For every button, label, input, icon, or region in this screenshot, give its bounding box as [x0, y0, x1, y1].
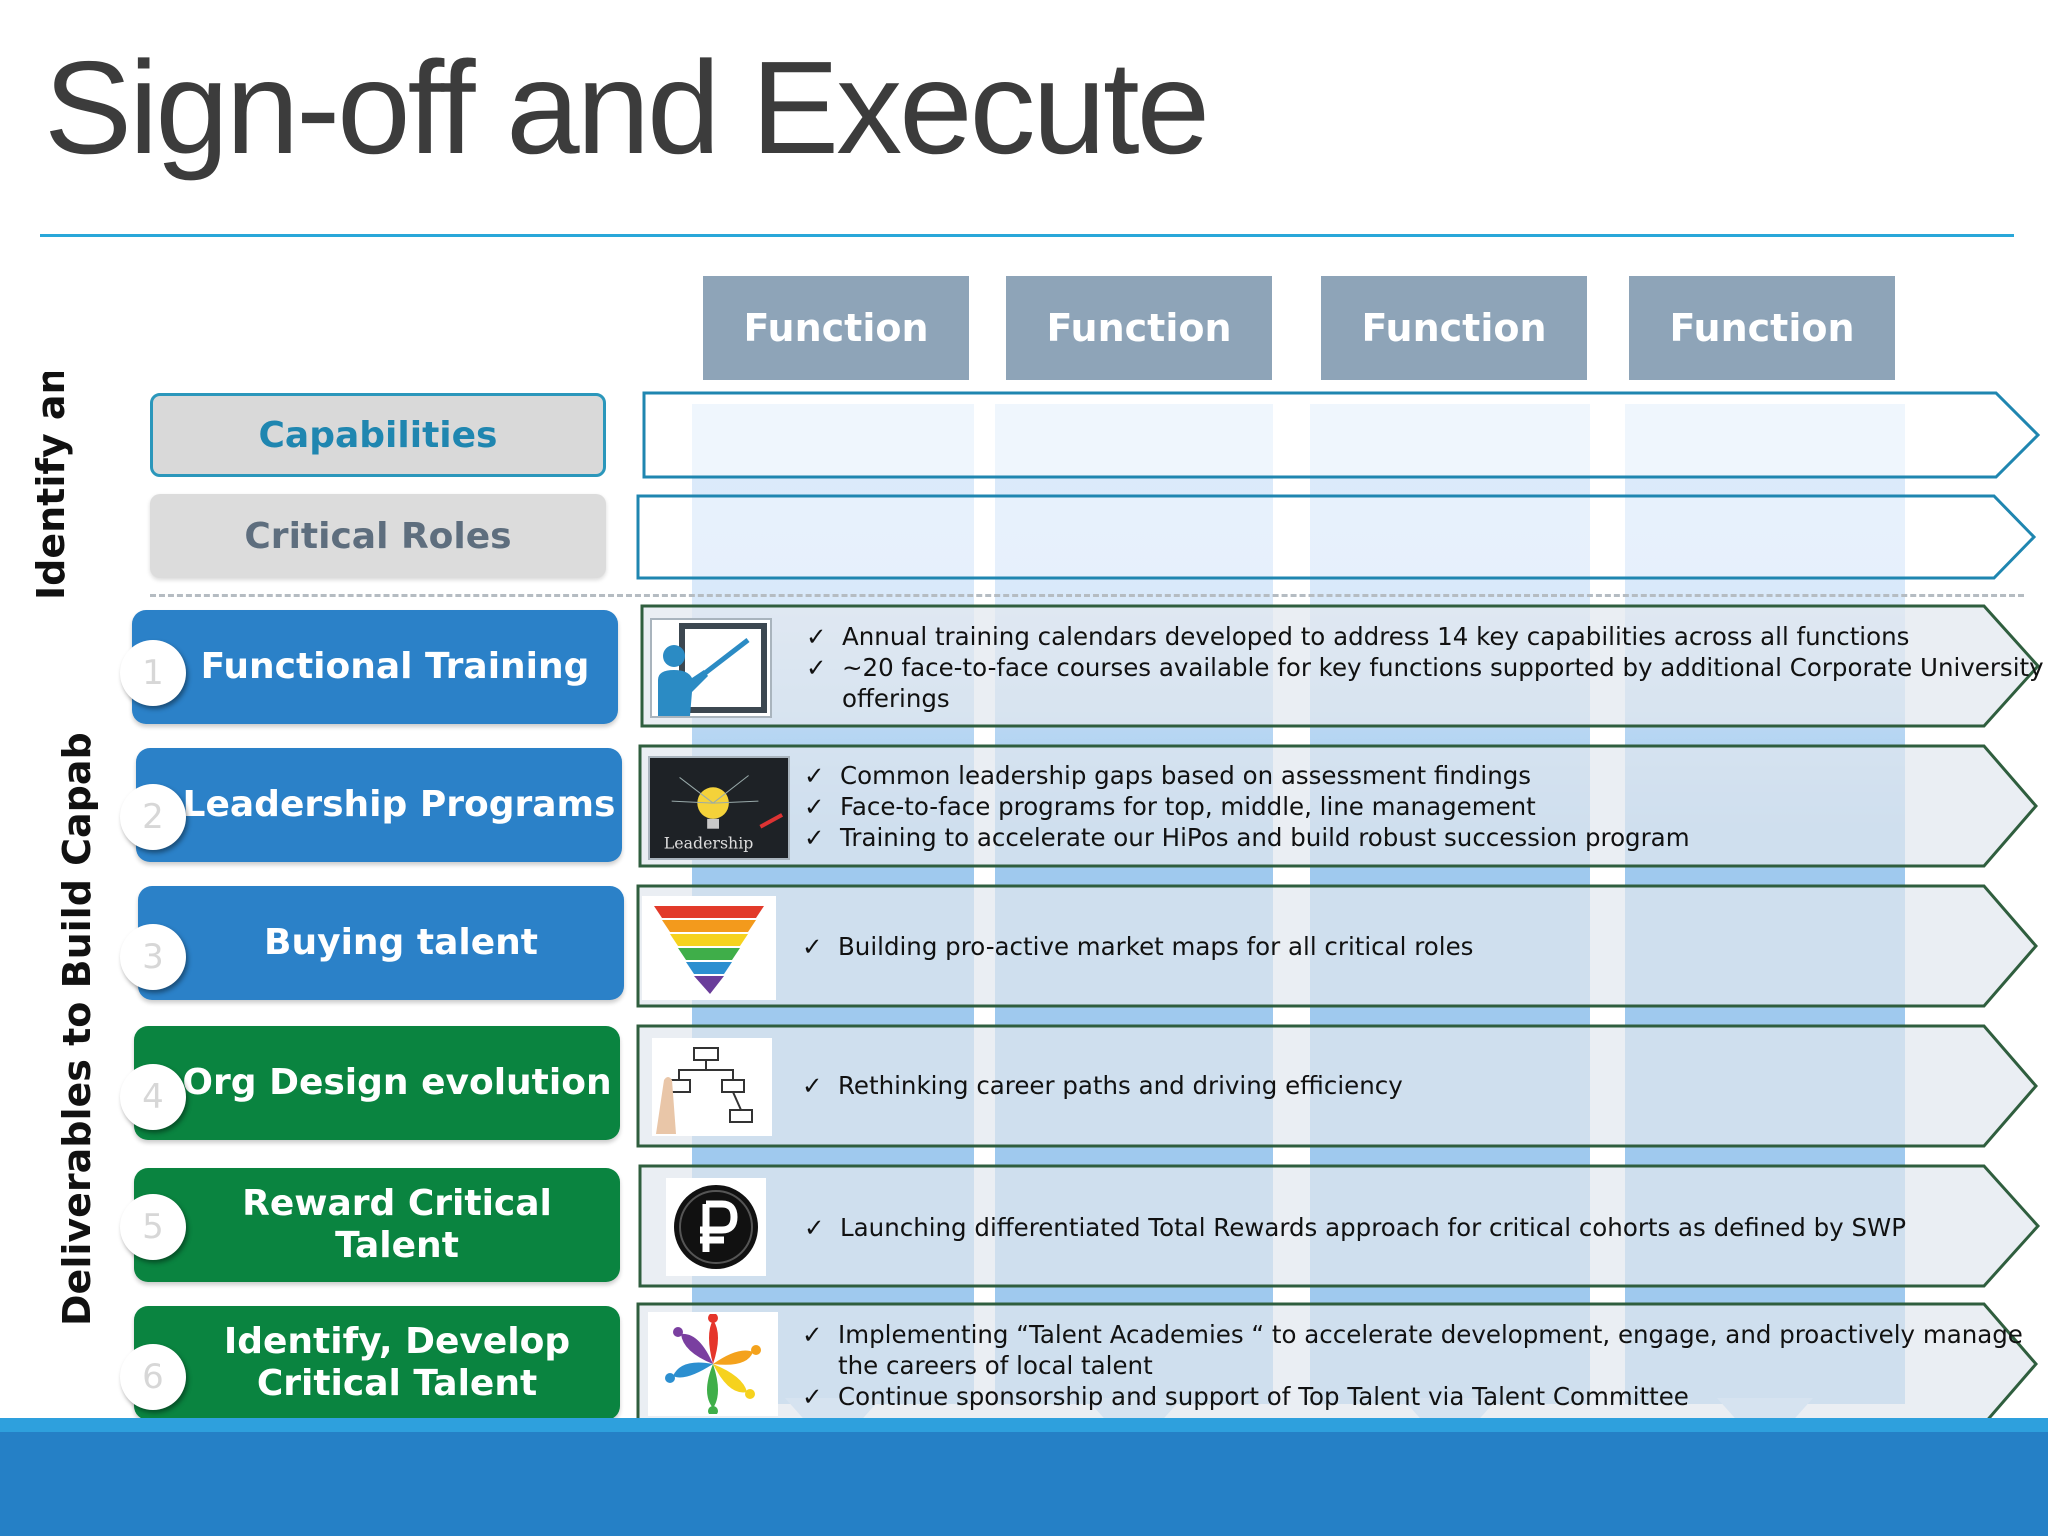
title-underline: [40, 234, 2014, 237]
side-label-identify-assess: Identify and Assess: [29, 372, 73, 600]
svg-text:Leadership: Leadership: [664, 833, 754, 852]
bullet-item: ✓Launching differentiated Total Rewards …: [804, 1213, 1907, 1242]
function-header-1: Function: [703, 276, 969, 380]
footer-band-highlight: [0, 1418, 2048, 1432]
footer-band: [0, 1418, 2048, 1536]
deliverable-number-2: 2: [120, 784, 186, 850]
side-label-top-text: Identify and Assess: [29, 372, 73, 600]
deliverable-6-arrow-frame: [636, 1302, 2038, 1426]
deliverable-2-arrow-frame: [638, 744, 2038, 868]
bullet-item: ✓Implementing “Talent Academies “ to acc…: [802, 1320, 2023, 1349]
deliverable-5-bullets: ✓Launching differentiated Total Rewards …: [804, 1212, 1906, 1243]
deliverable-1-arrow-frame: [640, 604, 2041, 728]
critical-roles-arrow-frame: [636, 494, 2037, 580]
bullet-item-continuation: the careers of local talent: [838, 1351, 1153, 1380]
deliverable-1-bullets: ✓Annual training calendars developed to …: [806, 621, 2044, 714]
function-header-2: Function: [1006, 276, 1272, 380]
deliverable-4-arrow-frame: [636, 1024, 2038, 1148]
deliverable-6-bullets: ✓Implementing “Talent Academies “ to acc…: [802, 1319, 2023, 1412]
capabilities-arrow-frame: [642, 391, 2041, 479]
deliverable-2-bullets: ✓Common leadership gaps based on assessm…: [804, 760, 1690, 853]
deliverable-3-label-text: Buying talent: [264, 922, 538, 963]
bullet-item: ✓Rethinking career paths and driving eff…: [802, 1071, 1403, 1100]
deliverable-4-bullets: ✓Rethinking career paths and driving eff…: [802, 1070, 1403, 1101]
people-circle-icon: [648, 1312, 778, 1416]
deliverable-number-1: 1: [120, 640, 186, 706]
deliverable-number-3: 3: [120, 924, 186, 990]
deliverable-3-arrow-frame: [636, 884, 2038, 1008]
bullet-item-continuation: offerings: [842, 684, 950, 713]
bullet-item: ✓Continue sponsorship and support of Top…: [802, 1382, 1689, 1411]
bullet-item: ✓Common leadership gaps based on assessm…: [804, 761, 1532, 790]
function-header-4: Function: [1629, 276, 1895, 380]
deliverable-4-label-text: Org Design evolution: [182, 1062, 612, 1103]
deliverable-label-buying-talent: Buying talent: [138, 886, 624, 1000]
deliverable-3-bullets: ✓Building pro-active market maps for all…: [802, 931, 1473, 962]
deliverable-number-5: 5: [120, 1194, 186, 1260]
deliverable-label-identify-develop: Identify, Develop Critical Talent: [134, 1306, 620, 1420]
bullet-item: ✓Training to accelerate our HiPos and bu…: [804, 823, 1690, 852]
bullet-item: ✓~20 face-to-face courses available for …: [806, 653, 2044, 682]
deliverable-label-org-design: Org Design evolution: [134, 1026, 620, 1140]
funnel-pyramid-icon: [642, 896, 776, 1000]
teacher-board-icon: [650, 618, 772, 718]
deliverable-number-6: 6: [120, 1344, 186, 1410]
bullet-item: ✓Building pro-active market maps for all…: [802, 932, 1474, 961]
deliverable-6-label-text: Identify, Develop Critical Talent: [223, 1321, 571, 1404]
ruble-coin-icon: [666, 1178, 766, 1276]
bullet-item: ✓Annual training calendars developed to …: [806, 622, 1910, 651]
deliverable-label-reward-critical-talent: Reward Critical Talent: [134, 1168, 620, 1282]
critical-roles-label: Critical Roles: [150, 494, 606, 578]
leadership-bulb-icon: Leadership: [648, 756, 790, 860]
capabilities-label: Capabilities: [150, 393, 606, 477]
deliverable-5-label-text: Reward Critical Talent: [242, 1183, 552, 1266]
side-label-deliverables: Deliverables to Build Capability: [55, 730, 99, 1326]
deliverable-1-label-text: Functional Training: [200, 646, 590, 687]
deliverable-2-label-text: Leadership Programs: [182, 784, 616, 825]
slide-title: Sign-off and Execute: [44, 34, 1210, 181]
deliverable-label-functional-training: Functional Training: [132, 610, 618, 724]
deliverable-number-4: 4: [120, 1064, 186, 1130]
deliverable-label-leadership-programs: Leadership Programs: [136, 748, 622, 862]
org-chart-sketch-icon: [652, 1038, 772, 1136]
function-header-3: Function: [1321, 276, 1587, 380]
bullet-item: ✓Face-to-face programs for top, middle, …: [804, 792, 1536, 821]
side-label-bottom-text: Deliverables to Build Capability: [55, 730, 99, 1326]
deliverable-5-arrow-frame: [638, 1164, 2041, 1288]
section-divider: [150, 594, 2024, 597]
